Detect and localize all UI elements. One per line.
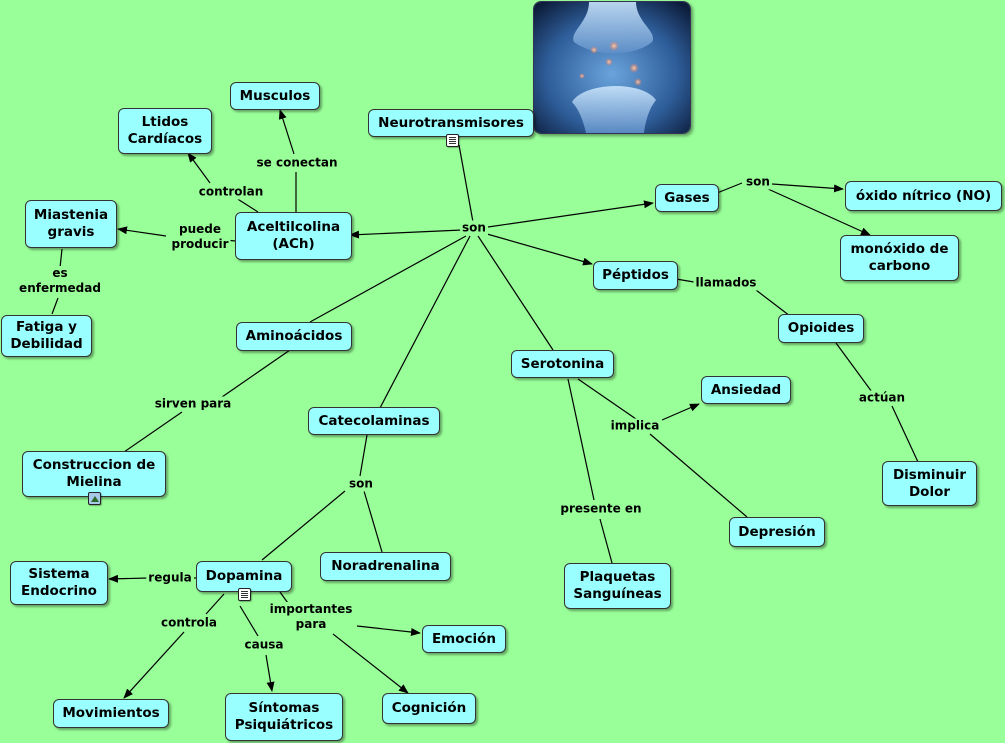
- image-icon[interactable]: [88, 492, 101, 505]
- link-label-regula: regula: [146, 570, 194, 586]
- link-label-son-gases: son: [744, 174, 772, 190]
- node-noradrenalina[interactable]: Noradrenalina: [320, 552, 451, 581]
- node-serotonina[interactable]: Serotonina: [511, 350, 614, 378]
- node-peptidos[interactable]: Péptidos: [593, 261, 678, 290]
- link-label-implica: implica: [608, 418, 662, 434]
- link-label-sirven-para: sirven para: [152, 396, 234, 412]
- link-label-actuan: actúan: [856, 390, 908, 406]
- node-cognicion[interactable]: Cognición: [382, 693, 476, 724]
- node-gases[interactable]: Gases: [655, 184, 719, 212]
- link-label-puede-producir: puede producir: [169, 222, 231, 252]
- node-neurotransmisores[interactable]: Neurotransmisores: [368, 109, 534, 137]
- node-aminoacidos[interactable]: Aminoácidos: [236, 322, 352, 351]
- document-icon[interactable]: [446, 134, 459, 147]
- link-label-son-catecolaminas: son: [347, 476, 375, 492]
- link-label-es-enfermedad: es enfermedad: [17, 266, 103, 296]
- node-aceltilcolina[interactable]: Aceltilcolina(ACh): [235, 212, 352, 260]
- link-label-llamados: llamados: [693, 275, 759, 291]
- link-label-importantes-para: importantes para: [267, 602, 355, 632]
- link-label-son: son: [460, 220, 488, 236]
- node-opioides[interactable]: Opioides: [778, 314, 864, 343]
- node-movimientos[interactable]: Movimientos: [53, 699, 169, 728]
- link-label-controlan: controlan: [196, 184, 266, 200]
- node-ansiedad[interactable]: Ansiedad: [701, 376, 791, 404]
- node-dopamina[interactable]: Dopamina: [196, 561, 292, 592]
- synapse-image: [533, 1, 691, 134]
- node-emocion[interactable]: Emoción: [422, 625, 506, 653]
- document-icon[interactable]: [238, 588, 251, 601]
- link-label-presente-en: presente en: [558, 501, 644, 517]
- link-label-se-conectan: se conectan: [254, 155, 340, 171]
- node-musculos[interactable]: Musculos: [230, 82, 320, 110]
- link-label-controla: controla: [158, 615, 220, 631]
- node-depresion[interactable]: Depresión: [729, 517, 825, 547]
- link-label-causa: causa: [242, 637, 286, 653]
- node-oxido-nitrico[interactable]: óxido nítrico (NO): [845, 181, 1002, 211]
- node-catecolaminas[interactable]: Catecolaminas: [308, 407, 440, 435]
